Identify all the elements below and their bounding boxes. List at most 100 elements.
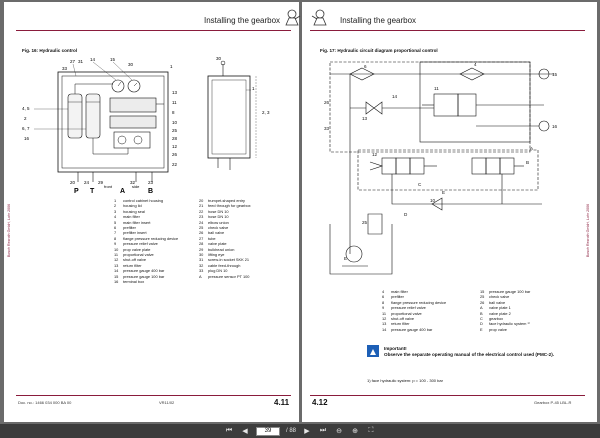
legend-item-text: flange pressure reducing device [123,235,179,241]
first-page-icon[interactable]: ⏮ [225,427,233,434]
legend-item-text: pressure sensor PT 100 [208,273,250,279]
next-page-icon[interactable]: ▶ [304,428,310,435]
legend-item-number: 13 [114,262,119,268]
legend-item-text: control cabinet housing [123,198,164,203]
legend-item-text: main filter [123,214,140,220]
svg-text:27: 27 [70,59,76,64]
legend-item-number: 31 [199,257,204,263]
svg-text:12: 12 [372,152,378,157]
legend-item: 12 shut-off valve [382,316,482,321]
legend-item-text: cable feed-through [208,262,241,268]
svg-text:29: 29 [98,180,104,185]
svg-text:6, 7: 6, 7 [22,126,30,131]
pdf-toolbar: ⏮ ◀ 39 / 88 ▶ ⏭ ⊖ ⊕ ⛶ [0,424,600,438]
legend-item-number: 12 [382,316,387,322]
legend-item-text: proportional valve [123,252,154,258]
legend-item-number: 3 [114,208,117,214]
legend-item-text: ball valve [208,230,225,236]
current-page-input[interactable]: 39 [255,426,280,436]
svg-text:4: 4 [474,62,477,67]
legend-item-number: 12 [114,257,119,263]
figure-caption: Fig. 16: Hydraulic control [22,48,78,53]
legend-item: 28 valve plate [199,241,294,246]
last-page-icon[interactable]: ⏭ [319,427,327,434]
legend-item-number: 7 [114,230,117,236]
legend-item-number: 24 [199,219,204,225]
legend-item-text: flange pressure reducing device [391,299,447,305]
zoom-in-icon[interactable]: ⊕ [352,428,358,435]
prev-page-icon[interactable]: ◀ [242,428,248,435]
legend-item-number: 6 [382,294,385,300]
legend-item-number: 26 [199,230,204,236]
legend-item-number: 9 [382,305,385,311]
legend-item-text: valve plate 2 [489,310,511,316]
legend-item-number: 4 [382,289,385,294]
svg-text:T: T [90,188,95,194]
header-rule [16,30,291,31]
legend-item-number: A [480,305,483,311]
legend-item-text: trumpet-shaped entry [208,198,245,203]
hydraulic-circuit-diagram: 6 4 15 16 14 11 26 13 33 12 C A E 10 B 2… [324,61,558,275]
legend-item-number: E [480,326,483,332]
svg-text:C: C [418,182,422,187]
svg-text:28: 28 [172,136,178,141]
svg-text:13: 13 [172,90,178,95]
important-text: Observe the separate operating manual of… [384,352,555,357]
svg-text:14: 14 [90,57,96,62]
zoom-out-icon[interactable]: ⊖ [336,428,342,435]
fullscreen-icon[interactable]: ⛶ [368,427,374,434]
legend-item-text: terminal box [123,279,145,285]
footer-version: VR11/02 [159,400,175,405]
legend-item-text: lifting eye [208,252,225,258]
mascot-logo-icon [311,9,327,26]
important-title: Important! [384,346,407,351]
legend-item-text: prefilter [123,225,136,231]
legend-item-number: 22 [199,208,204,214]
legend-item-text: gearbox [489,316,504,322]
copyright-note: Bosch Rexroth GmbH, Lohr 2006 [7,203,11,257]
svg-text:12: 12 [172,144,178,149]
legend-item-text: pressure gauge 400 bar [123,268,165,274]
legend-item-number: 9 [114,241,117,247]
legend-item-text: pressure relief valve [123,241,158,247]
svg-text:B: B [526,160,529,165]
legend-item-number: 28 [199,241,204,247]
svg-text:1: 1 [252,86,255,91]
legend-item-text: prop valve plate [123,246,151,252]
svg-text:D: D [404,212,408,217]
legend-item-text: shut-off valve [123,257,147,263]
legend-item-text: shut-off valve [391,316,415,322]
front-view-label: front [104,184,113,189]
legend-item-number: 30 [199,252,204,258]
legend-item-number: 29 [199,246,204,252]
legend-item-text: valve plate [208,241,227,247]
svg-text:6: 6 [364,64,367,69]
page-header-title: Installing the gearbox [340,16,417,25]
page-4-11: Installing the gearbox Fig. 16: Hydrauli… [4,2,301,422]
svg-text:11: 11 [172,100,177,105]
legend-item-number: 14 [114,268,119,274]
legend-item-number: 2 [114,203,117,209]
legend-item-text: elbow union [208,219,229,225]
copyright-note: Bosch Rexroth GmbH, Lohr 2006 [586,203,590,257]
legend-item-text: proportional valve [391,310,422,316]
